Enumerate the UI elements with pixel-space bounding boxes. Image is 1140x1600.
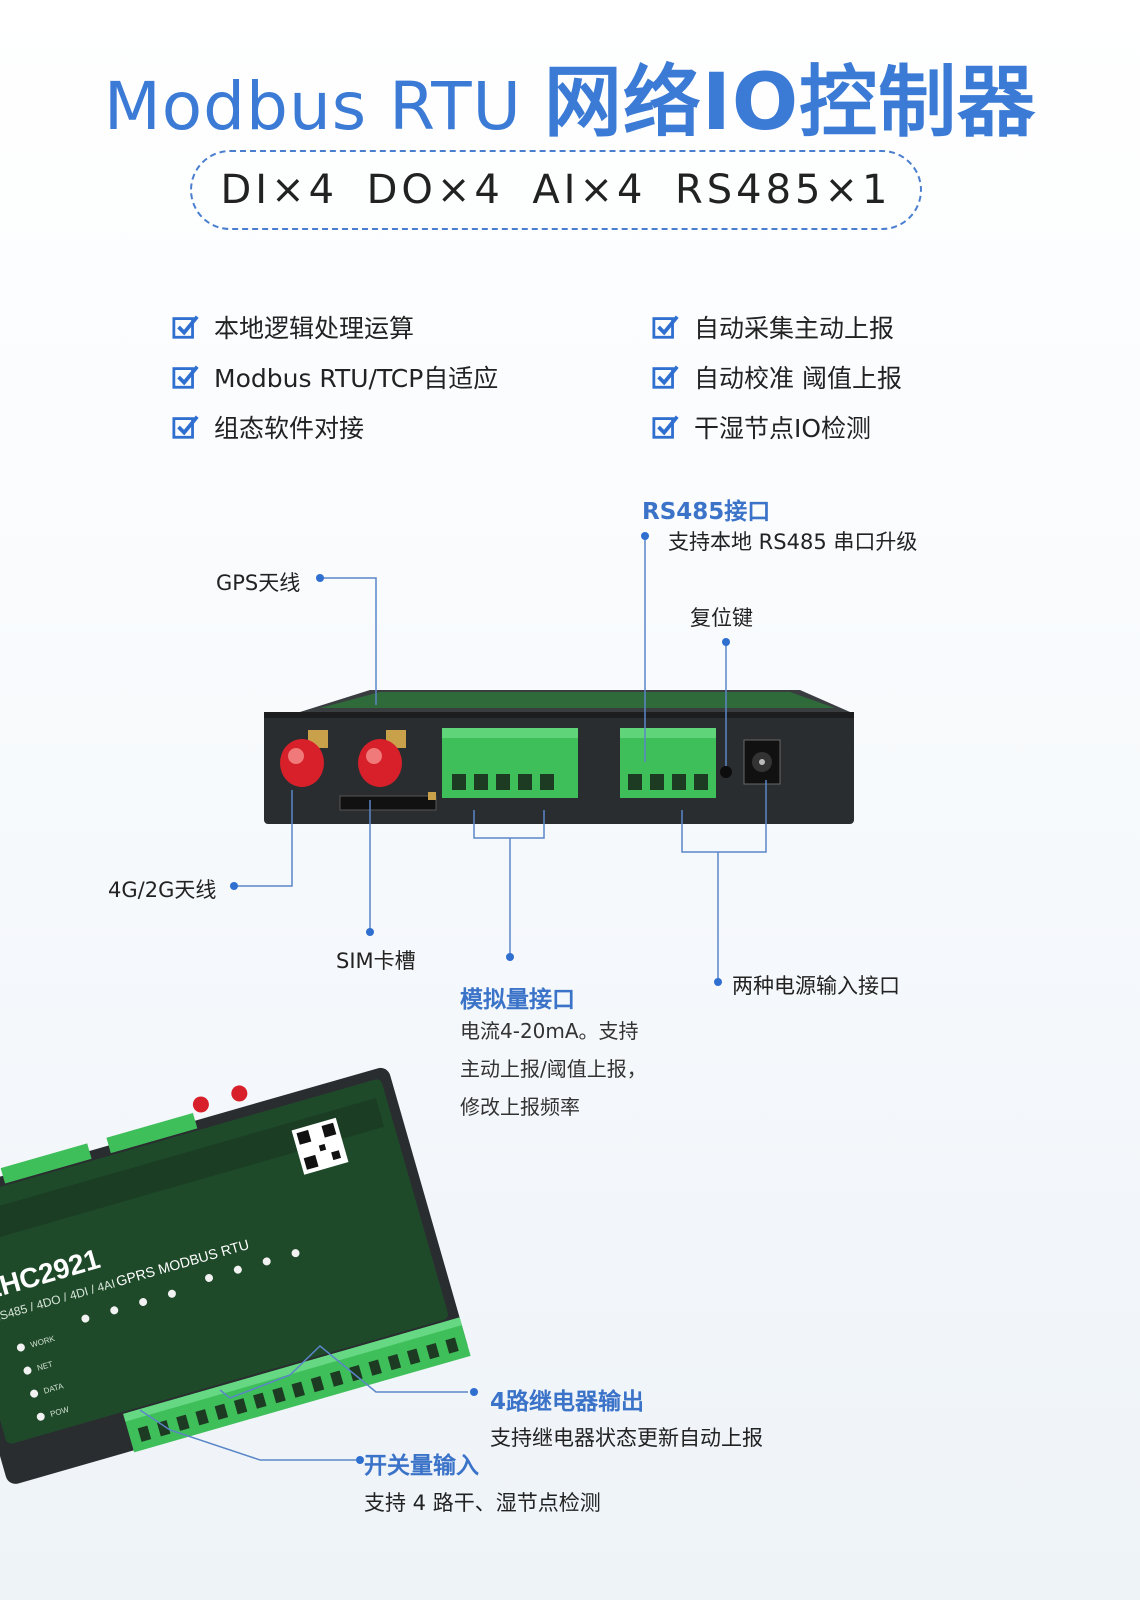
- analog-callout-desc: 电流4-20mA。支持 主动上报/阈值上报， 修改上报频率: [460, 1012, 647, 1126]
- rs485-callout-desc: 支持本地 RS485 串口升级: [668, 530, 918, 554]
- checkbox-checked-icon: [652, 315, 679, 339]
- device-front-view: [264, 690, 854, 824]
- led-do: [233, 1265, 242, 1274]
- device-top-pcb: [320, 692, 835, 708]
- io-terminal-strip: [123, 1317, 471, 1453]
- led-net: [23, 1366, 32, 1375]
- checkbox-checked-icon: [652, 365, 679, 389]
- callout-dot: [366, 928, 374, 936]
- callout-dot: [506, 953, 514, 961]
- feature-label: 自动校准 阈值上报: [694, 364, 902, 393]
- led-do: [291, 1249, 300, 1258]
- dc-power-jack: [743, 739, 781, 785]
- callout-dot: [722, 638, 730, 646]
- callout-lines-lower: [139, 1344, 478, 1464]
- relay-callout-desc: 支持继电器状态更新自动上报: [490, 1426, 763, 1450]
- led-label: NET: [36, 1360, 54, 1373]
- led-work: [16, 1343, 25, 1352]
- checkbox-checked-icon: [172, 365, 199, 389]
- led-di: [139, 1298, 148, 1307]
- di-callout-title: 开关量输入: [364, 1453, 479, 1479]
- antenna-top: [192, 1096, 209, 1113]
- led-do: [205, 1273, 214, 1282]
- rs485-callout-title: RS485接口: [642, 499, 771, 525]
- feature-list-left: 本地逻辑处理运算 Modbus RTU/TCP自适应 组态软件对接: [172, 302, 498, 452]
- analog-desc-line: 修改上报频率: [460, 1095, 580, 1119]
- analog-terminal-block: [442, 728, 578, 798]
- device-header-strip: [0, 1097, 385, 1249]
- led-pow: [36, 1412, 45, 1421]
- page-title: Modbus RTU 网络IO控制器: [0, 40, 1140, 152]
- analog-desc-line: 电流4-20mA。支持: [460, 1019, 639, 1043]
- spec-do: DO×4: [366, 167, 504, 213]
- antenna-connector-4g: [280, 730, 328, 787]
- feature-item: 组态软件对接: [172, 402, 498, 452]
- feature-item: Modbus RTU/TCP自适应: [172, 352, 498, 402]
- device-top-view: ZHC2921 RS485 / 4DO / 4DI / 4AI GPRS MOD…: [0, 1067, 471, 1484]
- sim-eject: [428, 792, 436, 800]
- feature-label: 干湿节点IO检测: [694, 414, 872, 443]
- callout-dot: [641, 532, 649, 540]
- feature-item: 干湿节点IO检测: [652, 402, 902, 452]
- callout-dot: [714, 978, 722, 986]
- checkbox-checked-icon: [172, 315, 199, 339]
- callout-dot: [230, 882, 238, 890]
- di-callout-desc: 支持 4 路干、湿节点检测: [364, 1491, 601, 1515]
- callout-dot: [316, 574, 324, 582]
- spec-pill: DI×4 DO×4 AI×4 RS485×1: [190, 150, 922, 230]
- led-do: [262, 1257, 271, 1266]
- led-di: [110, 1306, 119, 1315]
- feature-label: 组态软件对接: [214, 414, 365, 443]
- top-terminal-block: [0, 1143, 92, 1184]
- rs485-terminal-block: [620, 728, 716, 798]
- antenna-4g-callout: 4G/2G天线: [108, 878, 217, 902]
- reset-callout: 复位键: [690, 606, 753, 630]
- top-terminal-block: [106, 1112, 198, 1154]
- feature-label: 本地逻辑处理运算: [214, 314, 415, 343]
- callout-dot: [470, 1388, 478, 1396]
- analog-callout-title: 模拟量接口: [460, 987, 575, 1013]
- power-callout: 两种电源输入接口: [732, 974, 900, 998]
- reset-button: [720, 766, 732, 778]
- led-data: [30, 1389, 39, 1398]
- sim-slot: [339, 795, 437, 811]
- qr-code: [291, 1117, 349, 1175]
- title-cn: 网络IO控制器: [543, 58, 1037, 148]
- callout-lines-upper: [230, 532, 767, 986]
- feature-item: 自动采集主动上报: [652, 302, 902, 352]
- feature-item: 自动校准 阈值上报: [652, 352, 902, 402]
- feature-label: Modbus RTU/TCP自适应: [214, 364, 499, 393]
- spec-di: DI×4: [220, 167, 339, 213]
- relay-callout-title: 4路继电器输出: [490, 1389, 645, 1415]
- feature-list-right: 自动采集主动上报 自动校准 阈值上报 干湿节点IO检测: [652, 302, 902, 452]
- callout-dot: [356, 1456, 364, 1464]
- antenna-connector-gps: [358, 730, 406, 787]
- sim-callout: SIM卡槽: [336, 949, 416, 973]
- checkbox-checked-icon: [652, 415, 679, 439]
- title-latin: Modbus RTU: [103, 68, 522, 145]
- spec-rs485: RS485×1: [674, 167, 892, 213]
- device-panel-edge: [264, 712, 854, 718]
- device-pcb-face: [0, 1079, 449, 1444]
- analog-desc-line: 主动上报/阈值上报，: [460, 1057, 647, 1081]
- feature-item: 本地逻辑处理运算: [172, 302, 498, 352]
- spec-ai: AI×4: [532, 167, 647, 213]
- gps-callout: GPS天线: [216, 571, 301, 595]
- led-di: [167, 1289, 176, 1298]
- checkbox-checked-icon: [172, 415, 199, 439]
- antenna-top: [231, 1085, 248, 1102]
- feature-label: 自动采集主动上报: [694, 314, 895, 343]
- led-di: [81, 1314, 90, 1323]
